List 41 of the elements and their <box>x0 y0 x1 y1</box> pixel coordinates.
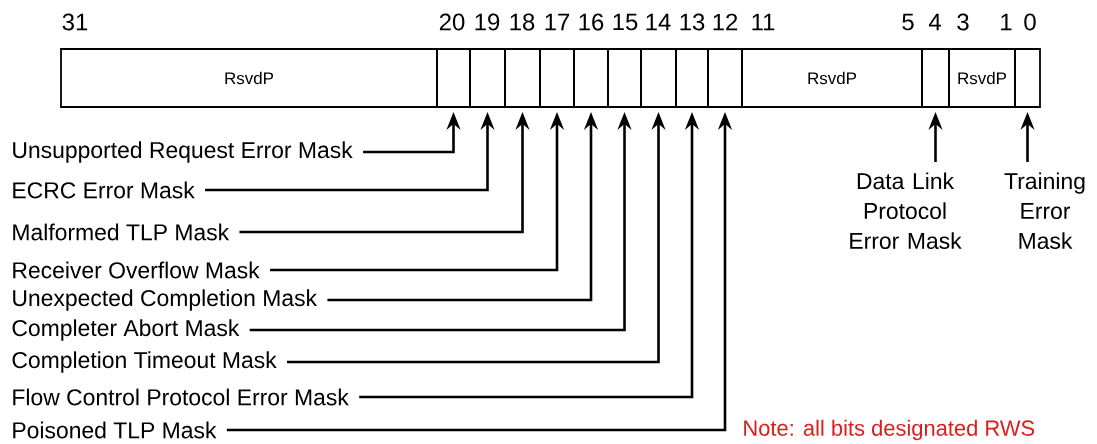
field-label: Completion Timeout Mask <box>12 351 277 373</box>
bit-number: 11 <box>752 13 775 31</box>
bit-number: 1 <box>1001 13 1012 31</box>
bit-cell <box>640 48 677 108</box>
bit-number: 19 <box>475 13 500 31</box>
bit-number: 3 <box>957 13 969 31</box>
bit-cell <box>504 48 541 108</box>
bit-cell <box>469 48 506 108</box>
field-label: Malformed TLP Mask <box>13 223 230 241</box>
field-label: Receiver Overflow Mask <box>13 261 260 279</box>
bit-number: 12 <box>713 13 738 31</box>
bit-number: 14 <box>646 13 671 31</box>
bit-number: 15 <box>613 13 638 31</box>
bit-cell <box>573 48 609 108</box>
field-label: ECRC Error Mask <box>13 181 195 199</box>
bit-cell <box>607 48 642 108</box>
register-field: RsvdP <box>741 48 923 108</box>
field-label: Unsupported Request Error Mask <box>13 141 353 163</box>
bit-number: 13 <box>680 13 705 31</box>
field-label: Unexpected Completion Mask <box>13 289 318 311</box>
bit-cell <box>921 48 950 108</box>
bit-cell <box>707 48 743 108</box>
register-field: RsvdP <box>60 48 438 108</box>
bit-number: 5 <box>902 13 914 31</box>
bit-cell <box>539 48 575 108</box>
field-label: Poisoned TLP Mask <box>13 421 217 439</box>
bit-number: 18 <box>510 13 535 31</box>
bit-number: 17 <box>545 13 570 31</box>
register-field: RsvdP <box>948 48 1016 108</box>
field-label: Completer Abort Mask <box>12 319 240 341</box>
bit-number: 20 <box>439 13 465 31</box>
note: Note: all bits designated RWS <box>744 419 1035 441</box>
bit-cell <box>436 48 471 108</box>
bit-number: 4 <box>928 13 941 31</box>
field-label: Training Error Mask <box>1004 172 1085 249</box>
bit-cell <box>675 48 709 108</box>
bit-cell <box>1014 48 1041 108</box>
bit-number: 0 <box>1024 13 1036 31</box>
field-label: Flow Control Protocol Error Mask <box>13 388 349 406</box>
bit-number: 16 <box>579 13 604 31</box>
field-label: Data Link Protocol Error Mask <box>850 172 962 249</box>
